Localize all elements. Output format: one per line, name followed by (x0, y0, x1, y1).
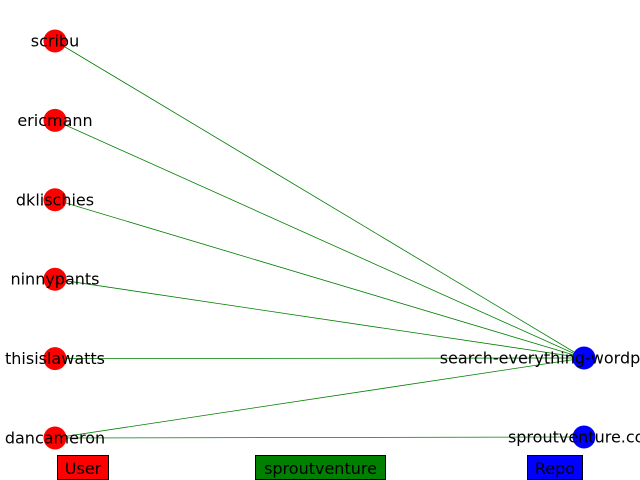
user-node-label: thisislawatts (5, 349, 105, 368)
edge-u1-r1 (54, 40, 585, 359)
user-node (43, 426, 67, 450)
user-node-label: dklischies (16, 190, 94, 209)
user-node-label: dancameron (5, 429, 105, 448)
edge-layer (54, 40, 585, 439)
edge-u6-r2 (54, 436, 585, 439)
label-layer: scribu ericmann dklischies ninnypants thisis… (5, 32, 640, 448)
user-node (43, 108, 67, 132)
user-node (43, 188, 67, 212)
user-node (43, 267, 67, 291)
legend-project: sproutventure (255, 455, 386, 480)
user-node (43, 29, 67, 53)
edge-u4-r1 (54, 278, 585, 359)
edge-u6-r1 (54, 357, 585, 439)
user-node-label: ericmann (17, 111, 92, 130)
legend-user: User (57, 455, 109, 480)
user-node-label: ninnypants (10, 270, 99, 289)
node-layer (43, 29, 596, 450)
repo-node-label: search-everything-wordpress-plugin (440, 349, 640, 368)
repo-node (572, 346, 596, 370)
user-node (43, 347, 67, 371)
edge-u2-r1 (54, 120, 585, 359)
edge-u5-r1 (54, 357, 585, 360)
legend-repo: Repo (527, 455, 583, 480)
repo-node-label: sproutventure.com (508, 428, 640, 447)
user-node-label: scribu (31, 32, 79, 51)
edge-u3-r1 (54, 199, 585, 359)
repo-node (572, 425, 596, 449)
